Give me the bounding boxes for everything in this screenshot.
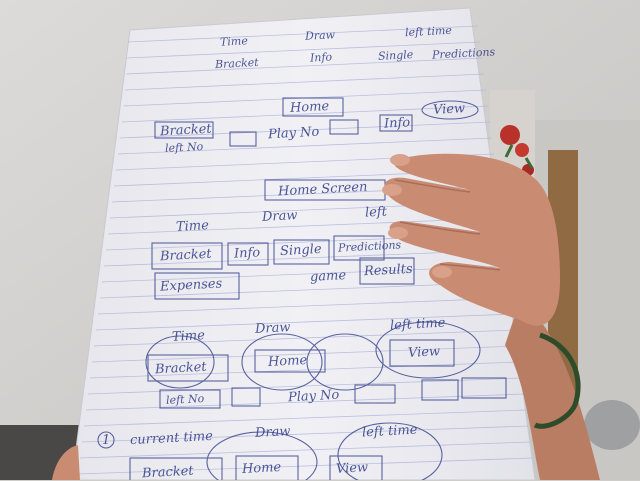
note-s4-number: 1 xyxy=(102,433,111,448)
metal-pot xyxy=(584,400,640,450)
plant xyxy=(500,125,520,145)
